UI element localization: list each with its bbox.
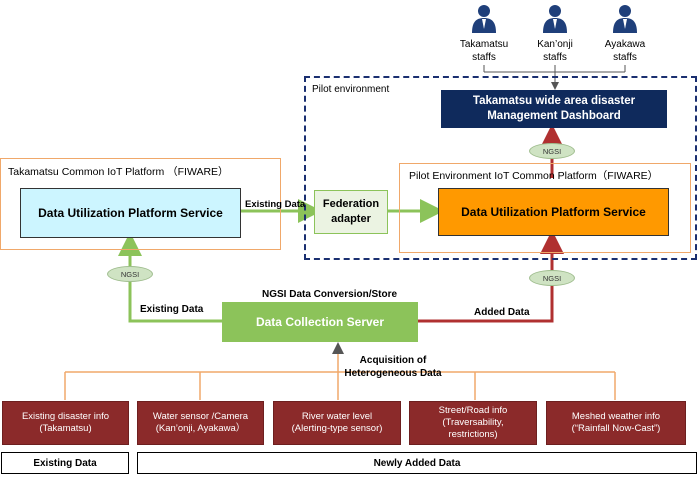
existing-data-label-left: Existing Data [140,304,204,315]
pilot-platform-title: Pilot Environment IoT Common Platform（FI… [409,170,659,182]
federation-line1: Federation [322,198,380,210]
source-line3: restrictions) [448,429,498,440]
acquisition-tree-lines [64,371,616,400]
person-icon [543,5,567,33]
takamatsu-service-box: Data Utilization Platform Service [20,188,241,238]
pilot-environment-boundary [304,76,697,260]
dashboard-line2: Management Dashboard [487,110,621,122]
source-meshed-weather-info: Meshed weather info (“Rainfall Now-Cast”… [546,401,686,445]
takamatsu-platform-title: Takamatsu Common IoT Platform （FIWARE） [8,166,229,178]
pilot-platform-frame [399,163,691,253]
person-icon [613,5,637,33]
staff-tree-lines [483,65,626,90]
source-line2: (Alerting-type sensor) [291,423,383,434]
acquisition-line2: Heterogeneous Data [344,368,442,379]
source-line2: (Takamatsu) [39,423,92,434]
takamatsu-platform-frame [0,158,281,250]
data-collection-server: Data Collection Server [222,302,418,342]
ngsi-badge-takamatsu: NGSI [107,266,153,282]
federation-line2: adapter [331,213,371,225]
added-data-label: Added Data [474,307,530,318]
federation-adapter-box: Federation adapter [314,190,388,234]
dashboard-line1: Takamatsu wide area disaster [472,95,636,107]
acquisition-label: Acquisition of Heterogeneous Data [340,354,446,380]
category-existing-data: Existing Data [1,452,129,474]
source-line2: (“Rainfall Now-Cast”) [571,423,661,434]
source-line2: (Kan’onji, Ayakawa） [155,423,246,434]
source-line1: River water level [301,411,373,422]
pilot-service-box: Data Utilization Platform Service [438,188,669,236]
arrow-collection-to-pilot [418,230,564,323]
source-line2: (Traversability, [442,417,504,428]
ngsi-badge-dashboard: NGSI [529,143,575,159]
source-existing-disaster-info: Existing disaster info (Takamatsu) [2,401,129,445]
source-street-road-info: Street/Road info (Traversability, restri… [409,401,537,445]
collection-caption: NGSI Data Conversion/Store [262,289,398,300]
source-line1: Water sensor /Camera [152,411,249,422]
source-river-water-level: River water level (Alerting-type sensor) [273,401,401,445]
source-line1: Existing disaster info [21,411,110,422]
person-icon [472,5,496,33]
ngsi-badge-added: NGSI [529,270,575,286]
acquisition-line1: Acquisition of [359,355,427,366]
source-water-sensor-camera: Water sensor /Camera (Kan’onji, Ayakawa） [137,401,264,445]
source-line1: Street/Road info [438,405,508,416]
category-newly-added-data: Newly Added Data [137,452,697,474]
dashboard-box: Takamatsu wide area disaster Management … [441,90,667,128]
existing-data-label-top: Existing Data [245,199,306,210]
staff-group [444,2,664,66]
source-line1: Meshed weather info [571,411,661,422]
pilot-environment-label: Pilot environment [312,84,390,95]
